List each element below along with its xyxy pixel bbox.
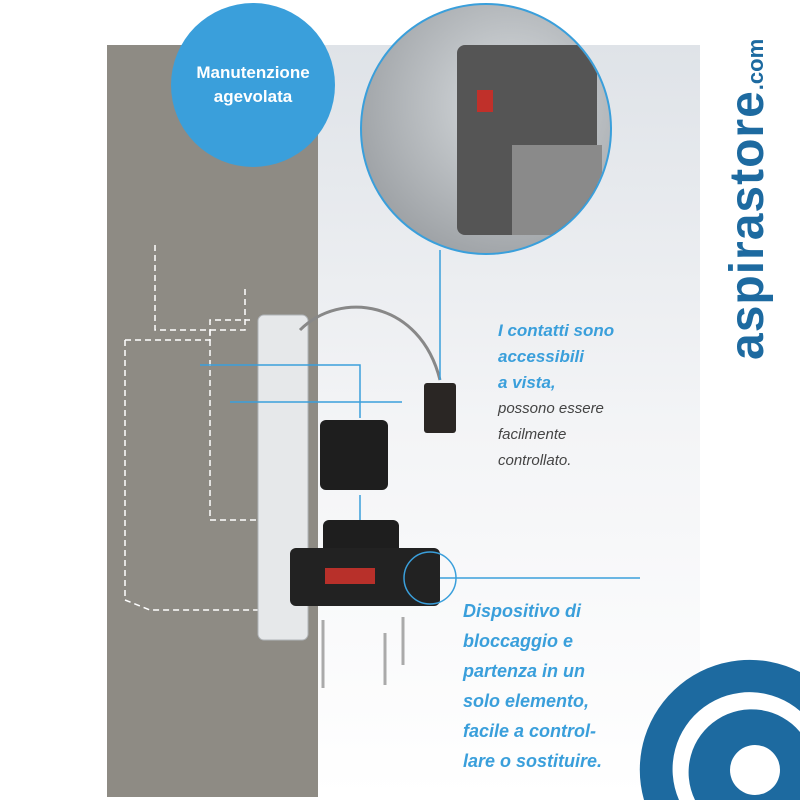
note-highlight: accessibili [498, 347, 585, 366]
note-line: facile a control- [463, 721, 597, 741]
note-line: bloccaggio e [463, 631, 574, 651]
brand-name: aspirastore [721, 90, 774, 360]
brand-tld: .com [743, 38, 768, 91]
logo-mark [639, 659, 800, 800]
brand-logo-text: aspirastore.com [720, 39, 775, 360]
note-line: Dispositivo di [463, 601, 582, 621]
contacts-note: I contatti sono accessibili a vista, pos… [498, 318, 614, 474]
note-highlight: I contatti sono [498, 321, 615, 340]
note-highlight: a vista, [498, 373, 556, 392]
note-line: solo elemento, [463, 691, 590, 711]
badge-line: Manutenzione [196, 63, 310, 82]
note-body: facilmente [498, 426, 567, 443]
cable [298, 305, 442, 381]
note-body: controllato. [498, 452, 572, 469]
screws [321, 617, 405, 688]
badge-line: agevolata [213, 87, 293, 106]
detail-circle [403, 551, 457, 605]
note-line: lare o sostituire. [463, 751, 603, 771]
note-line: partenza in un [463, 661, 586, 681]
contact-sensor [424, 383, 456, 433]
device-note: Dispositivo di bloccaggio e partenza in … [463, 596, 602, 776]
magnified-detail [360, 3, 612, 255]
maintenance-badge: Manutenzione agevolata [171, 3, 335, 167]
connector-parts [290, 420, 440, 606]
note-body: possono essere [498, 400, 604, 417]
